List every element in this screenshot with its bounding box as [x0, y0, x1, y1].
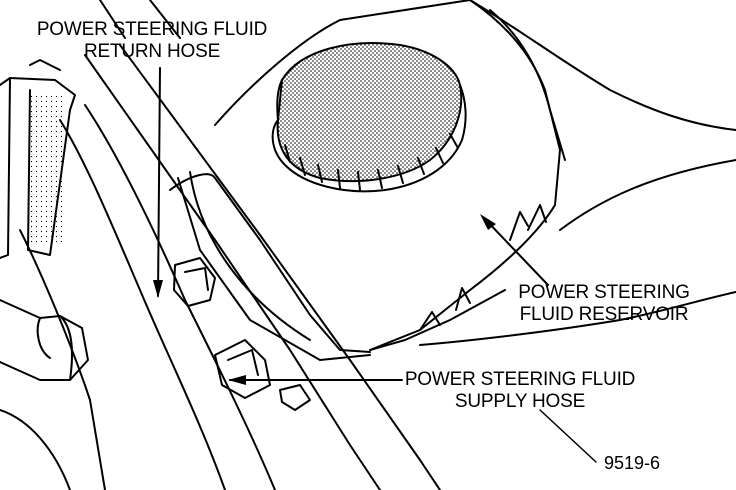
return-hose-line: [84, 0, 441, 490]
reservoir-arrowhead: [480, 214, 496, 230]
reservoir-cap: [271, 42, 467, 193]
return-hose-label: POWER STEERING FLUID RETURN HOSE: [30, 19, 274, 63]
reservoir-label-line2: FLUID RESERVOIR: [519, 304, 689, 325]
figure-number-leader: [539, 409, 597, 463]
left-component: [0, 59, 89, 381]
return-hose-arrowhead: [153, 280, 163, 298]
return-hose-clamp: [173, 257, 216, 307]
reservoir-label: POWER STEERING FLUID RESERVOIR: [506, 282, 702, 326]
reservoir-label-line1: POWER STEERING: [518, 282, 690, 303]
return-hose-label-line2: RETURN HOSE: [83, 41, 221, 62]
supply-hose-label-line1: POWER STEERING FLUID: [404, 369, 636, 390]
supply-hose-arrowhead: [228, 375, 246, 385]
fender-outline: [419, 0, 736, 346]
return-hose-label-line1: POWER STEERING FLUID: [36, 19, 268, 40]
reservoir-leader: [483, 217, 549, 286]
leader-lines: [153, 67, 597, 463]
supply-hose-line: [0, 104, 276, 490]
supply-hose-clamp: [214, 339, 311, 411]
figure-number: 9519-6: [604, 453, 661, 473]
supply-hose-label-line2: SUPPLY HOSE: [454, 391, 586, 412]
supply-hose-label: POWER STEERING FLUID SUPPLY HOSE: [400, 369, 640, 413]
return-hose-leader: [157, 67, 161, 297]
reservoir-body: [169, 0, 566, 361]
